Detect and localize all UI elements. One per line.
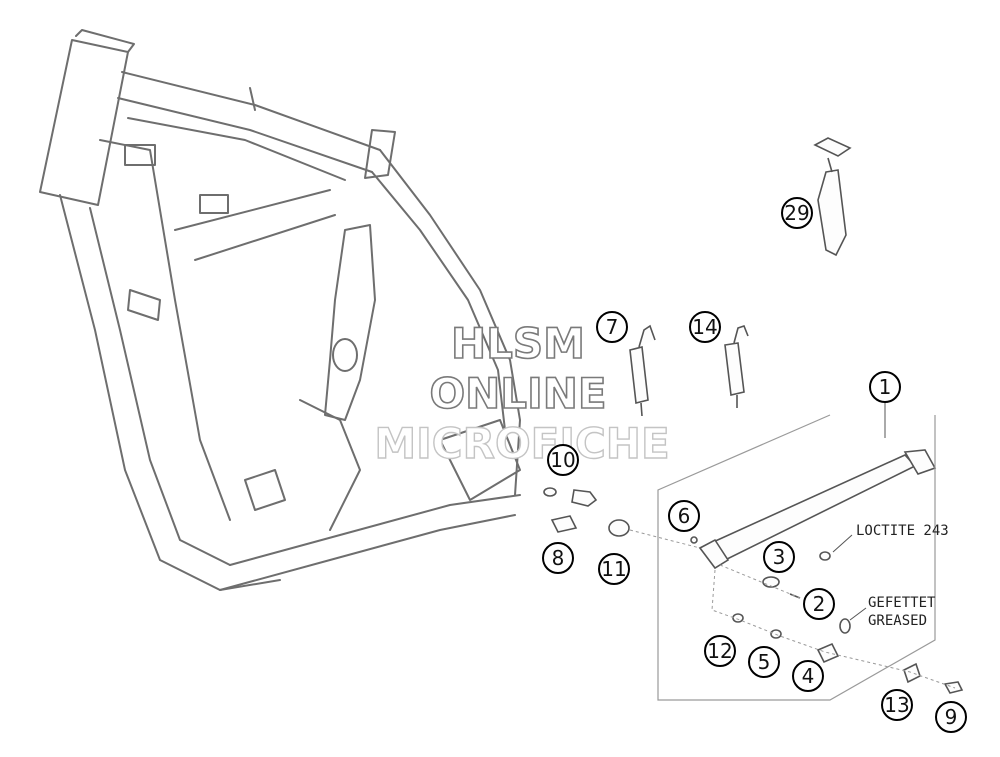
center-tube: [99, 139, 231, 521]
tag-string: [827, 157, 833, 173]
washer-11: [608, 519, 630, 537]
swingarm-pivot-plate: [324, 224, 376, 421]
callout-3: 3: [763, 541, 795, 573]
watermark-line1: HLSM: [451, 319, 585, 368]
callout-10: 10: [547, 444, 579, 476]
engine-mount-bracket: [124, 144, 156, 166]
part-14-spring: [724, 325, 749, 408]
loctite-screw: [819, 551, 831, 561]
motorcycle-frame: [39, 29, 521, 591]
callout-11-label: 11: [601, 557, 626, 581]
note-loctite: LOCTITE 243: [856, 523, 949, 539]
leader-loctite: [832, 534, 853, 553]
bushing-13: [903, 662, 921, 684]
cross-member-upper: [174, 189, 331, 231]
bottom-rail: [229, 494, 521, 566]
spring-7-body: [629, 346, 649, 404]
skid-mount: [244, 469, 286, 511]
watermark-line3: MICROFICHE: [374, 419, 669, 468]
callout-13-label: 13: [884, 693, 909, 717]
spring-7-hook-bottom: [640, 402, 643, 417]
stand-leg: [698, 454, 917, 566]
part-11-washer: [608, 519, 630, 537]
callout-12-label: 12: [707, 639, 732, 663]
down-tube-front: [59, 194, 281, 591]
rear-sub-frame-arc: [379, 149, 521, 496]
callout-4: 4: [792, 660, 824, 692]
bottom-rail-lower: [219, 514, 516, 591]
callout-10-label: 10: [550, 448, 575, 472]
callout-29: 29: [781, 197, 813, 229]
front-engine-mount: [127, 289, 161, 321]
part-1-side-stand: [690, 449, 937, 570]
tank-mount-bracket: [199, 194, 229, 214]
washer-10: [543, 487, 557, 497]
spring-7-hook-top: [638, 324, 656, 348]
top-tube-inner: [127, 117, 346, 181]
tag-body: [817, 169, 847, 257]
top-tube-upper: [121, 71, 381, 151]
part-10-small-parts: [543, 487, 598, 507]
assembly-box: [657, 414, 936, 701]
callout-12: 12: [704, 635, 736, 667]
bushing-8: [550, 515, 578, 533]
cross-member-mid: [194, 214, 336, 261]
pin-6: [690, 536, 698, 544]
tag-top: [813, 137, 852, 157]
stand-hardware: [732, 551, 964, 694]
part-29-label-tag: [813, 137, 852, 257]
steering-head-top: [75, 29, 135, 53]
watermark: HLSM ONLINE MICROFICHE: [374, 318, 671, 469]
callout-7-label: 7: [606, 315, 619, 339]
rear-gusset: [439, 419, 521, 501]
callout-13: 13: [881, 689, 913, 721]
callout-5-label: 5: [758, 650, 771, 674]
note-greased-en: GREASED: [868, 613, 927, 629]
callout-29-label: 29: [784, 201, 809, 225]
callout-7: 7: [596, 311, 628, 343]
assembly-guides: [629, 402, 956, 701]
washer-12: [732, 613, 744, 623]
callout-1-label: 1: [879, 375, 892, 399]
guide-screw: [719, 564, 801, 599]
spring-14-body: [724, 342, 745, 396]
greased-bushing: [839, 618, 851, 634]
callout-4-label: 4: [802, 664, 815, 688]
rear-mount-bracket: [364, 129, 396, 179]
lower-gusset: [299, 399, 361, 531]
steering-head-tube: [39, 39, 129, 206]
callout-6: 6: [668, 500, 700, 532]
callout-11: 11: [598, 553, 630, 585]
callout-8-label: 8: [552, 546, 565, 570]
guide-washer: [629, 529, 701, 549]
callout-5: 5: [748, 646, 780, 678]
pivot-hole: [332, 338, 358, 372]
callout-3-label: 3: [773, 545, 786, 569]
part-8-bushing: [550, 515, 578, 533]
bolt-10: [571, 489, 598, 507]
callout-2: 2: [803, 588, 835, 620]
callout-8: 8: [542, 542, 574, 574]
rear-sub-frame-inner: [371, 171, 506, 431]
down-tube-rear: [89, 207, 231, 566]
leader-greased: [849, 607, 867, 621]
top-tube-lower: [117, 97, 373, 173]
callout-6-label: 6: [678, 504, 691, 528]
spring-14-hook-top: [733, 325, 749, 344]
callout-2-label: 2: [813, 592, 826, 616]
stand-pivot: [698, 538, 730, 570]
callout-9-label: 9: [945, 705, 958, 729]
callout-14: 14: [689, 311, 721, 343]
watermark-line2: ONLINE: [429, 369, 606, 418]
callout-14-label: 14: [692, 315, 717, 339]
callout-9: 9: [935, 701, 967, 733]
top-tab: [249, 87, 256, 111]
part-7-spring: [629, 324, 656, 417]
note-greased-de: GEFETTET: [868, 595, 936, 611]
callout-1: 1: [869, 371, 901, 403]
guide-lower: [711, 569, 956, 689]
